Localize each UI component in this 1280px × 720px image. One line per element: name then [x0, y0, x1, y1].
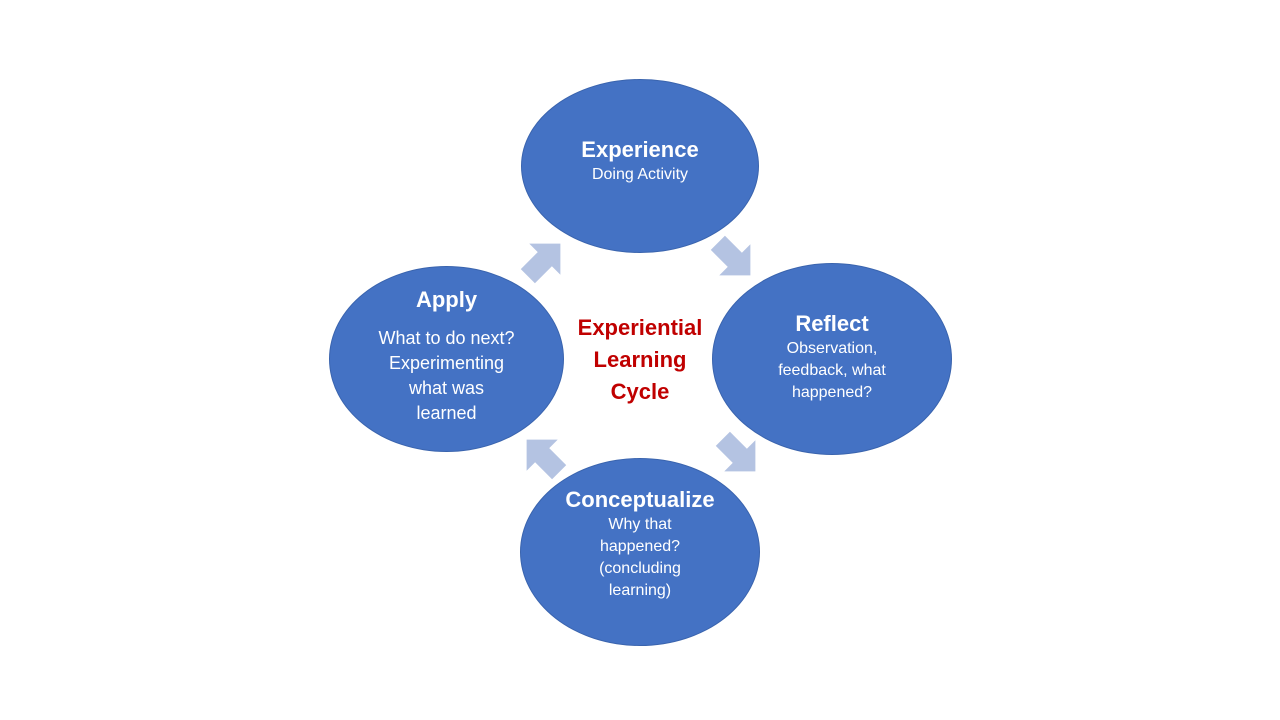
stage-conceptualize-title: Conceptualize — [565, 487, 715, 512]
stage-reflect-title: Reflect — [795, 311, 869, 336]
arrow-reflect-to-conceptualize — [715, 431, 756, 472]
arrow-experience-to-reflect — [710, 235, 751, 276]
stage-reflect-text: Observation, feedback, what happened? — [778, 340, 886, 401]
stage-conceptualize-text: Why that happened? (concluding learning) — [599, 516, 681, 599]
stage-apply-title: Apply — [415, 287, 478, 312]
stage-experience-text: Doing Activity — [591, 165, 689, 183]
stage-reflect: Reflect Observation, feedback, what happ… — [712, 263, 952, 455]
arrow-conceptualize-to-apply — [526, 439, 567, 480]
stage-conceptualize: Conceptualize Why that happened? (conclu… — [520, 458, 760, 646]
stage-apply-text: What to do next? Experimenting what was … — [378, 328, 515, 423]
arrow-apply-to-experience — [520, 243, 561, 284]
stage-experience-title: Experience — [581, 136, 699, 162]
stage-apply: Apply What to do next? Experimenting wha… — [329, 266, 564, 452]
cycle-center-label: Experiential Learning Cycle — [577, 315, 703, 404]
stage-experience: Experience Doing Activity — [521, 79, 759, 253]
